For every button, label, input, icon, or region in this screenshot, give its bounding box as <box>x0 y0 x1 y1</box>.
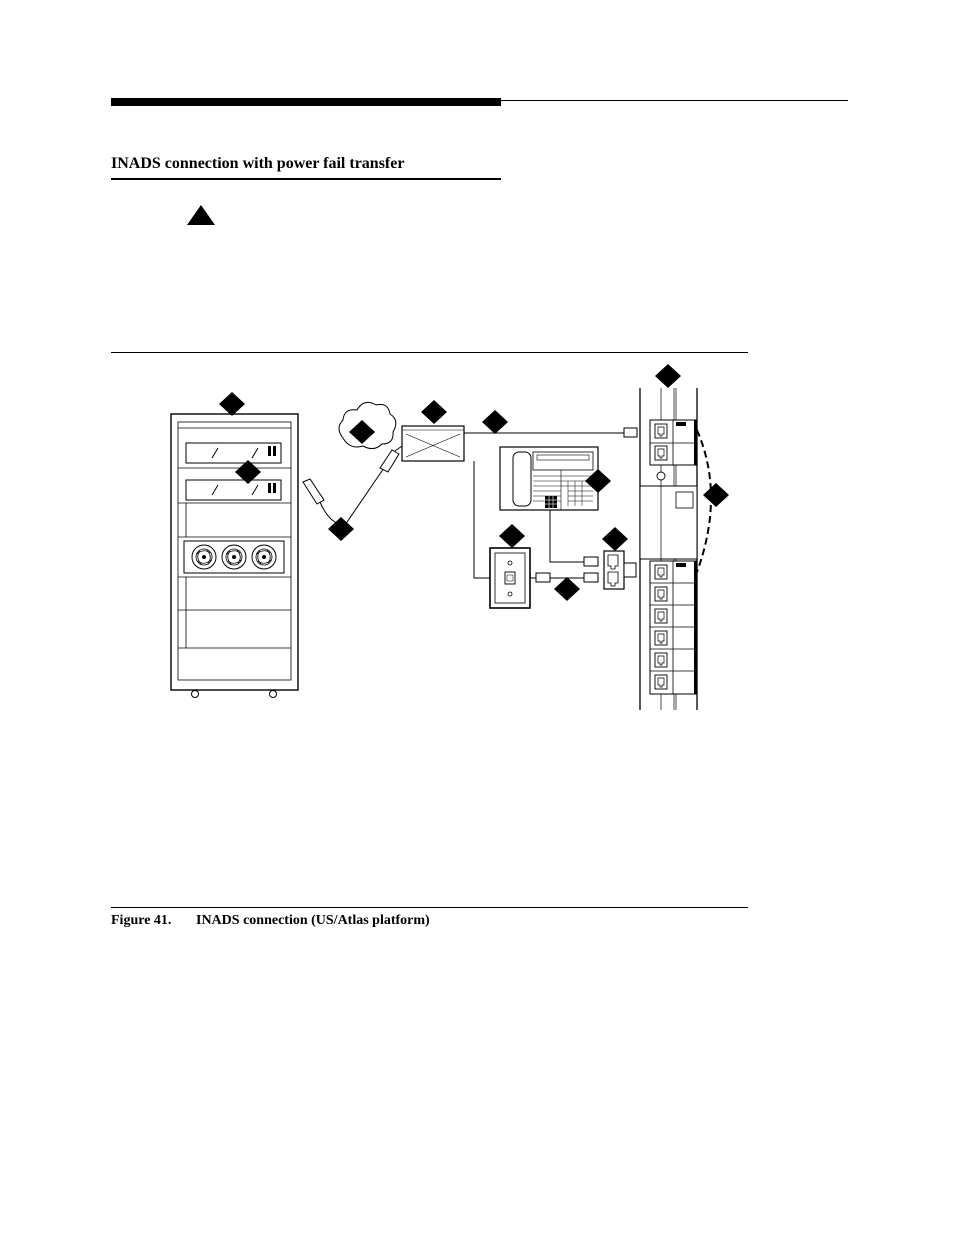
modular-plug <box>535 572 551 583</box>
modular-plug <box>583 572 599 583</box>
callout-marker <box>585 469 611 493</box>
figure-bottom-rule <box>111 907 748 908</box>
callout-marker <box>602 527 628 551</box>
power-fail-transfer-path <box>696 429 712 573</box>
callout-marker <box>482 410 508 434</box>
modem <box>401 425 465 462</box>
callout-marker <box>219 392 245 416</box>
section-underline <box>111 178 501 180</box>
figure-number: Figure 41. <box>111 913 172 928</box>
callout-marker <box>235 460 261 484</box>
section-title: INADS connection with power fail transfe… <box>111 155 405 172</box>
caution-triangle-icon <box>187 205 215 225</box>
telephone <box>499 446 599 511</box>
modular-plug <box>623 427 638 438</box>
modular-plug <box>583 556 599 567</box>
figure-caption: Figure 41. INADS connection (US/Atlas pla… <box>111 913 430 929</box>
callout-marker <box>421 400 447 424</box>
callout-markers <box>219 364 729 601</box>
callout-marker <box>655 364 681 388</box>
figure-title: INADS connection (US/Atlas platform) <box>196 913 430 928</box>
cabinet <box>170 413 299 698</box>
wall-jack <box>489 547 531 609</box>
data-cable <box>302 445 403 526</box>
callout-marker <box>554 577 580 601</box>
port-panel <box>639 388 698 710</box>
callout-marker <box>349 420 375 444</box>
callout-marker <box>703 483 729 507</box>
header-rule-thin <box>111 100 848 101</box>
callout-marker <box>499 524 525 548</box>
figure-top-rule <box>111 352 748 353</box>
header-rule-thick <box>111 98 501 106</box>
callout-marker <box>328 517 354 541</box>
duplex-adapter <box>603 550 637 590</box>
